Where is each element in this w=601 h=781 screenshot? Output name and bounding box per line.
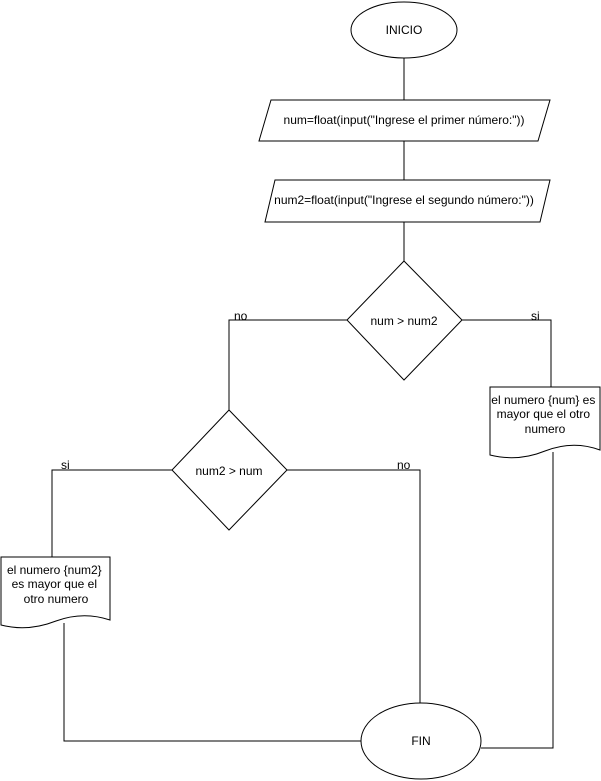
- edge-label-decision1-si: si: [531, 309, 540, 323]
- output1-line1: el numero {num} es: [491, 393, 595, 407]
- output2-line1: el numero {num2}: [7, 563, 102, 577]
- input1-label: num=float(input("Ingrese el primer númer…: [284, 113, 525, 127]
- edge-decision1-si: [462, 319, 552, 387]
- input2-parallelogram: num2=float(input("Ingrese el segundo núm…: [264, 179, 551, 223]
- edge-label-decision2-no: no: [397, 458, 411, 472]
- output1-line3: numero: [525, 422, 566, 436]
- output1-line2: mayor que el otro: [497, 407, 591, 421]
- decision2-diamond: num2 > num: [171, 409, 288, 531]
- edge-decision2-no: [287, 469, 421, 703]
- start-label: INICIO: [386, 23, 423, 37]
- edge-output1-end: [481, 452, 554, 749]
- output1-text: el numero {num} es mayor que el otro num…: [491, 393, 598, 436]
- output1-document: el numero {num} es mayor que el otro num…: [489, 386, 601, 459]
- edge-output2-end: [63, 623, 362, 742]
- end-label: FIN: [411, 734, 430, 748]
- decision1-diamond: num > num2: [346, 260, 463, 381]
- edge-label-decision1-no: no: [234, 309, 248, 323]
- edge-label-decision2-si: si: [61, 458, 70, 472]
- input2-label: num2=float(input("Ingrese el segundo núm…: [274, 193, 534, 207]
- output2-text: el numero {num2} es mayor que el otro nu…: [7, 563, 105, 606]
- decision2-label: num2 > num: [195, 464, 262, 478]
- edge-decision2-si: [51, 469, 172, 557]
- output2-document: el numero {num2} es mayor que el otro nu…: [0, 556, 111, 629]
- input1-parallelogram: num=float(input("Ingrese el primer númer…: [258, 99, 551, 142]
- edge-decision1-no: [228, 319, 347, 410]
- start-terminator: INICIO: [350, 1, 458, 59]
- output2-line2: es mayor que el: [12, 577, 97, 591]
- output2-line3: otro numero: [24, 592, 89, 606]
- end-terminator: FIN: [360, 702, 482, 780]
- decision1-label: num > num2: [370, 314, 437, 328]
